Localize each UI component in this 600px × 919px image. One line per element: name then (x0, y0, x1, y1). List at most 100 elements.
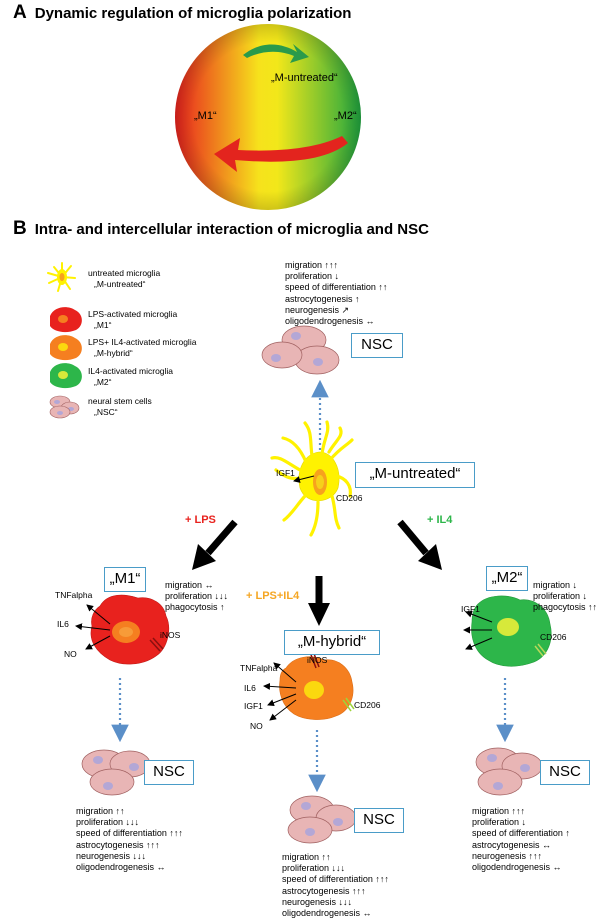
panel-b-letter: B (13, 218, 27, 239)
label-cd206-m2: CD206 (540, 632, 567, 642)
effect-line: oligodendrogenesis ↔ (76, 862, 166, 873)
treatment-label-il4: + IL4 (427, 514, 453, 526)
effect-line: speed of differentiation ↑↑↑ (76, 828, 183, 839)
microglia-untreated (270, 420, 354, 537)
panel-a-title: Dynamic regulation of microglia polariza… (34, 5, 352, 22)
sphere-label-m-untreated: „M-untreated“ (271, 72, 338, 84)
effects-nsc-top: migration ↑↑↑ proliferation ↓ speed of d… (285, 260, 387, 327)
effect-line: proliferation ↓ (533, 591, 588, 602)
m2-secretion-arrows (463, 610, 493, 650)
legend-item-m-hybrid: LPS+ IL4-activated microglia „M-hybrid“ (88, 337, 196, 359)
legend-item-m1: LPS-activated microglia „M1“ (88, 309, 177, 331)
legend-item-m2: IL4-activated microglia „M2“ (88, 366, 173, 388)
microglia-m-hybrid (279, 650, 355, 720)
legend-item-untreated: untreated microglia „M-untreated“ (88, 268, 160, 290)
treatment-label-lps: + LPS (185, 514, 216, 526)
effects-m2: migration ↓ proliferation ↓ phagocytosis… (533, 580, 597, 614)
red-arrow-to-m1 (214, 136, 348, 172)
microglia-m2 (471, 595, 552, 667)
effect-line: astrocytogenesis ↑↑↑ (76, 839, 160, 850)
effect-line: speed of differentiation ↑ (472, 828, 570, 839)
effect-line: neurogenesis ↓↓↓ (76, 850, 147, 861)
effects-nsc-m2: migration ↑↑↑ proliferation ↓ speed of d… (472, 806, 570, 873)
green-arrow-to-m2 (243, 44, 309, 63)
label-tnfalpha-hybrid: TNFalpha (240, 663, 278, 673)
treatment-label-lps-il4: + LPS+IL4 (246, 590, 300, 602)
nsc-box-top: NSC (351, 333, 403, 358)
legend-sublabel: „M2“ (94, 377, 112, 387)
legend-icon-untreated (47, 262, 76, 292)
treatment-arrow-lps-il4 (308, 576, 330, 626)
label-igf1-hybrid: IGF1 (244, 701, 263, 711)
effect-line: oligodendrogenesis ↔ (285, 316, 375, 327)
effect-line: proliferation ↓ (472, 817, 527, 828)
legend-sublabel: „M1“ (94, 320, 112, 330)
sphere-label-m2: „M2“ (334, 110, 357, 122)
label-no-m1: NO (64, 649, 77, 659)
effects-m1: migration ↔ proliferation ↓↓↓ phagocytos… (165, 580, 228, 614)
label-il6-hybrid: IL6 (244, 683, 256, 693)
panel-b-header: B Intra- and intercellular interaction of… (13, 218, 429, 240)
effect-line: phagocytosis ↑ (165, 602, 225, 613)
legend-sublabel: „NSC“ (94, 407, 118, 417)
effect-line: neurogenesis ↗ (285, 304, 350, 315)
legend-label: LPS-activated microglia (88, 309, 178, 319)
m1-secretion-arrows (75, 604, 111, 650)
label-no-hybrid: NO (250, 721, 263, 731)
panel-b-title: Intra- and intercellular interaction of … (34, 221, 429, 238)
label-inos-hybrid: iNOS (307, 655, 328, 665)
effect-line: proliferation ↓↓↓ (282, 863, 346, 874)
effect-line: proliferation ↓↓↓ (165, 591, 229, 602)
effect-line: proliferation ↓↓↓ (76, 817, 140, 828)
legend-label: LPS+ IL4-activated microglia (88, 337, 197, 347)
treatment-arrow-lps (192, 519, 238, 570)
effect-line: oligodendrogenesis ↔ (472, 862, 562, 873)
effect-line: migration ↑↑↑ (472, 806, 526, 816)
effect-line: oligodendrogenesis ↔ (282, 908, 372, 919)
effect-line: speed of differentiation ↑↑ (285, 282, 388, 293)
legend-icon-m1 (50, 307, 82, 333)
effect-line: neurogenesis ↑↑↑ (472, 850, 543, 861)
legend-icon-nsc (49, 395, 80, 419)
label-inos-m1: iNOS (160, 630, 181, 640)
effects-nsc-m1: migration ↑↑ proliferation ↓↓↓ speed of … (76, 806, 183, 873)
effect-line: migration ↑↑↑ (285, 260, 339, 270)
panel-a-header: A Dynamic regulation of microglia polariz… (13, 2, 351, 24)
label-igf1-untreated: IGF1 (276, 468, 295, 478)
nsc-box-m2: NSC (540, 760, 590, 785)
nsc-box-m1: NSC (144, 760, 194, 785)
legend-icon-m-hybrid (50, 335, 82, 361)
m1-box: „M1“ (104, 567, 146, 592)
effect-line: migration ↑↑ (282, 852, 331, 862)
nsc-box-hybrid: NSC (354, 808, 404, 833)
panel-a-letter: A (13, 2, 27, 23)
label-il6-m1: IL6 (57, 619, 69, 629)
legend-icon-m2 (50, 363, 82, 389)
effect-line: migration ↓ (533, 580, 578, 590)
effect-line: speed of differentiation ↑↑↑ (282, 874, 389, 885)
legend-label: neural stem cells (88, 396, 152, 406)
legend-label: IL4-activated microglia (88, 366, 174, 376)
polarization-sphere (175, 24, 361, 210)
effect-line: phagocytosis ↑↑ (533, 602, 598, 613)
m-hybrid-box: „M-hybrid“ (284, 630, 380, 655)
m-untreated-box: „M-untreated“ (355, 462, 475, 488)
effect-line: neurogenesis ↓↓↓ (282, 896, 353, 907)
sphere-label-m1: „M1“ (194, 110, 217, 122)
microglia-m1 (90, 594, 169, 665)
m2-box: „M2“ (486, 566, 528, 591)
effect-line: astrocytogenesis ↑↑↑ (282, 885, 366, 896)
legend-sublabel: „M-hybrid“ (94, 348, 133, 358)
legend-sublabel: „M-untreated“ (94, 279, 146, 289)
legend-item-nsc: neural stem cells „NSC“ (88, 396, 152, 418)
nsc-cluster-top (261, 325, 340, 375)
effect-line: proliferation ↓ (285, 271, 340, 282)
effect-line: migration ↔ (165, 580, 214, 590)
label-tnfalpha-m1: TNFalpha (55, 590, 93, 600)
nsc-cluster-m1 (81, 749, 151, 796)
effect-line: migration ↑↑ (76, 806, 125, 816)
effect-line: astrocytogenesis ↑ (285, 293, 360, 304)
label-igf1-m2: IGF1 (461, 604, 480, 614)
